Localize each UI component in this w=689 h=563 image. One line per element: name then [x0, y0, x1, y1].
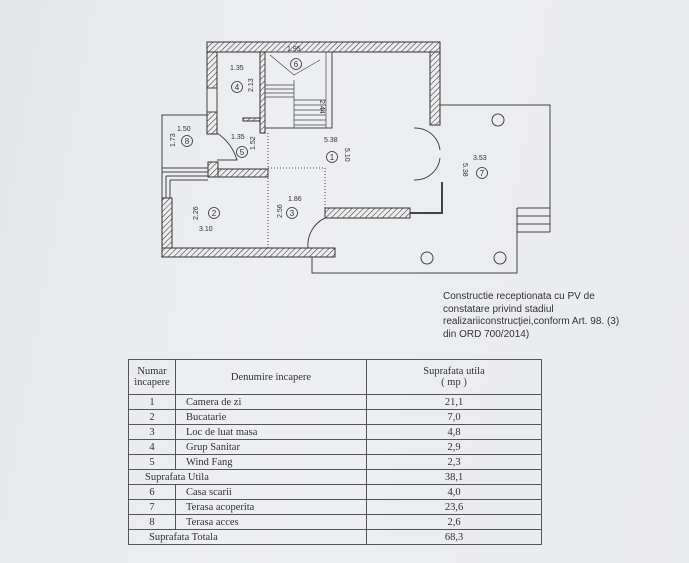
column-icon [491, 113, 505, 127]
reception-note: Constructie receptionata cu PV de consta… [443, 291, 620, 340]
svg-text:2.44: 2.44 [318, 100, 325, 114]
svg-text:3.53: 3.53 [473, 155, 487, 162]
svg-text:5.38: 5.38 [461, 163, 468, 177]
plan-lines [161, 51, 551, 274]
column-icon [420, 251, 434, 265]
svg-text:2.56: 2.56 [277, 204, 284, 218]
svg-text:5.10: 5.10 [343, 148, 350, 162]
walls [161, 41, 441, 258]
svg-text:2: 2 [212, 209, 217, 218]
dimension-labels: 1.95 1.35 2.13 2.44 1.50 1.73 1.35 1.52 … [170, 46, 487, 233]
header-number: Numar incapere [128, 359, 176, 395]
table-header: Numar incapere Denumire incapere Suprafa… [128, 359, 542, 395]
svg-text:1: 1 [330, 153, 335, 162]
svg-text:1.52: 1.52 [250, 136, 257, 150]
room-area-table: Numar incapere Denumire incapere Suprafa… [128, 359, 542, 545]
column-icon [493, 251, 507, 265]
svg-text:7: 7 [480, 169, 485, 178]
svg-text:5.38: 5.38 [324, 137, 338, 144]
room-number-markers [181, 58, 488, 219]
header-area: Suprafata utila( mp ) [366, 359, 542, 395]
svg-text:4: 4 [235, 83, 240, 92]
svg-text:3: 3 [290, 209, 295, 218]
header-name: Denumire incapere [175, 359, 367, 395]
svg-text:6: 6 [294, 60, 299, 69]
svg-text:1.35: 1.35 [231, 134, 245, 141]
svg-text:2.13: 2.13 [248, 78, 255, 92]
svg-text:1.50: 1.50 [177, 126, 191, 133]
svg-text:3.10: 3.10 [199, 226, 213, 233]
svg-text:1.86: 1.86 [288, 196, 302, 203]
room-numbers: 1 2 3 4 5 6 7 8 [185, 60, 485, 218]
svg-text:1.35: 1.35 [230, 65, 244, 72]
svg-text:1.73: 1.73 [170, 133, 177, 147]
svg-text:5: 5 [240, 148, 245, 157]
svg-text:8: 8 [185, 137, 190, 146]
svg-text:1.95: 1.95 [287, 46, 301, 53]
svg-text:2.26: 2.26 [193, 206, 200, 220]
